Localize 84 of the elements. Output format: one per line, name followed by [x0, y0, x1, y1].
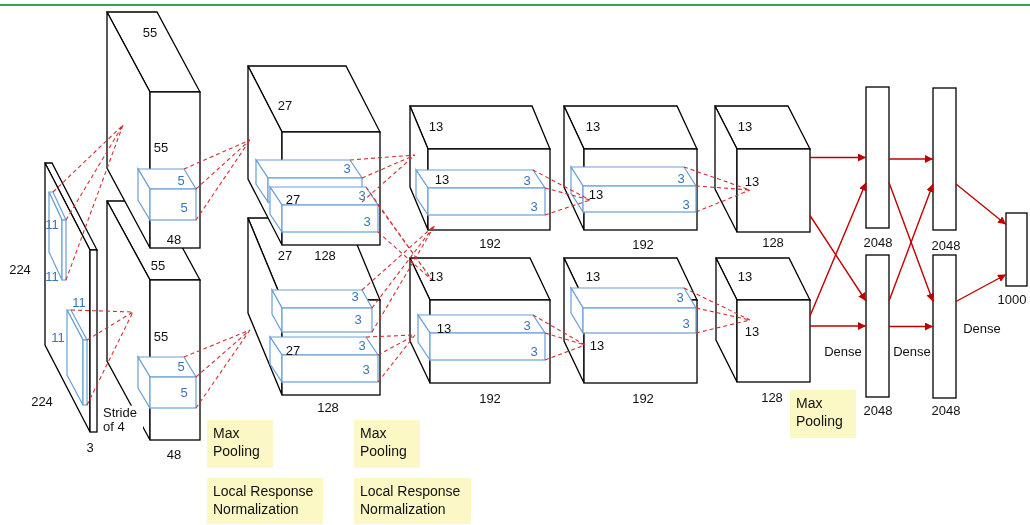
dimension-label: 55: [153, 329, 169, 345]
arrow: [955, 183, 1007, 226]
arrow: [809, 322, 867, 330]
dimension-label: 192: [479, 391, 501, 407]
dimension-label: 13: [737, 269, 753, 285]
dimension-label: 2048: [931, 238, 961, 254]
dense-layer-bar: [865, 254, 890, 398]
kernel-size-label: 5: [177, 359, 185, 375]
kernel-size-label: 3: [523, 318, 531, 334]
kernel-size-label: 5: [180, 385, 188, 401]
operation-box: Max Pooling: [354, 420, 420, 468]
dimension-label: 13: [744, 324, 760, 340]
kernel-size-label: 3: [362, 362, 370, 378]
dimension-label: 13: [585, 269, 601, 285]
dense-layer-bar: [1005, 212, 1028, 287]
dimension-label: 48: [166, 232, 182, 248]
arrow: [809, 214, 867, 302]
dimension-label: 55: [153, 140, 169, 156]
kernel-size-label: 3: [530, 199, 538, 215]
dimension-label: 48: [166, 447, 182, 463]
dense-layer-bar: [865, 86, 890, 229]
dense-layer-bar: [932, 254, 957, 399]
dimension-label: 128: [761, 390, 783, 406]
operation-box: Max Pooling: [207, 420, 273, 468]
arrow: [888, 322, 934, 331]
dimension-label: 192: [479, 236, 501, 252]
kernel-size-label: 11: [51, 330, 65, 346]
dimension-label: 13: [744, 174, 760, 190]
dimension-label: 128: [314, 248, 336, 264]
kernel-size-label: 3: [358, 338, 366, 354]
dimension-label: 27: [285, 343, 301, 359]
kernel-size-label: 3: [530, 344, 538, 360]
kernel-size-label: 11: [45, 269, 59, 285]
feature-map-cuboid: [714, 257, 812, 383]
dimension-label: 3: [86, 440, 94, 456]
kernel-size-label: 3: [676, 290, 684, 306]
dimension-label: 13: [436, 321, 452, 337]
kernel-size-label: 3: [343, 161, 351, 177]
kernel-size-label: 3: [358, 188, 366, 204]
dimension-label: 2048: [863, 403, 893, 419]
dimension-label: 55: [150, 258, 166, 274]
dimension-label: 2048: [931, 403, 961, 419]
dimension-label: 224: [31, 394, 53, 410]
dimension-label: 13: [737, 119, 753, 135]
kernel-size-label: 3: [351, 289, 359, 305]
dimension-label: 128: [762, 235, 784, 251]
layer-type-label: Dense: [824, 344, 862, 360]
dimension-label: 13: [588, 187, 604, 203]
dimension-label: 224: [9, 262, 31, 278]
dimension-label: 192: [632, 237, 654, 253]
kernel-size-label: 5: [177, 173, 185, 189]
kernel-size-label: 3: [682, 197, 690, 213]
arrow: [809, 181, 867, 317]
dimension-label: 27: [277, 248, 293, 264]
dimension-label: 192: [632, 391, 654, 407]
kernel-size-label: 3: [523, 173, 531, 189]
dimension-label: 13: [428, 119, 444, 135]
dimension-label: 27: [285, 192, 301, 208]
dimension-label: 13: [428, 269, 444, 285]
operation-box: Max Pooling: [790, 390, 856, 438]
dimension-label: 2048: [863, 235, 893, 251]
dense-layer-bar: [932, 87, 957, 231]
kernel-size-label: 3: [677, 171, 685, 187]
kernel-size-label: 3: [354, 312, 362, 328]
dimension-label: 13: [585, 119, 601, 135]
dimension-label: 128: [317, 400, 339, 416]
dimension-label: 1000: [997, 292, 1027, 308]
operation-box: Local Response Normalization: [207, 478, 323, 524]
kernel-size-label: 11: [72, 295, 86, 311]
kernel-size-label: 5: [180, 200, 188, 216]
kernel-size-label: 11: [45, 217, 59, 233]
layer-type-label: Dense: [893, 344, 931, 360]
dimension-label: 13: [589, 338, 605, 354]
operation-box: Local Response Normalization: [354, 478, 471, 524]
kernel-size-label: 3: [682, 316, 690, 332]
dimension-label: 27: [277, 98, 293, 114]
dimension-label: 55: [142, 25, 158, 41]
layer-type-label: Dense: [963, 321, 1001, 337]
feature-map-cuboid: [713, 105, 812, 233]
arrow: [888, 155, 934, 163]
kernel-size-label: 3: [363, 214, 371, 230]
arrow: [809, 153, 867, 162]
arrow: [955, 273, 1007, 303]
dimension-label: 13: [434, 172, 450, 188]
